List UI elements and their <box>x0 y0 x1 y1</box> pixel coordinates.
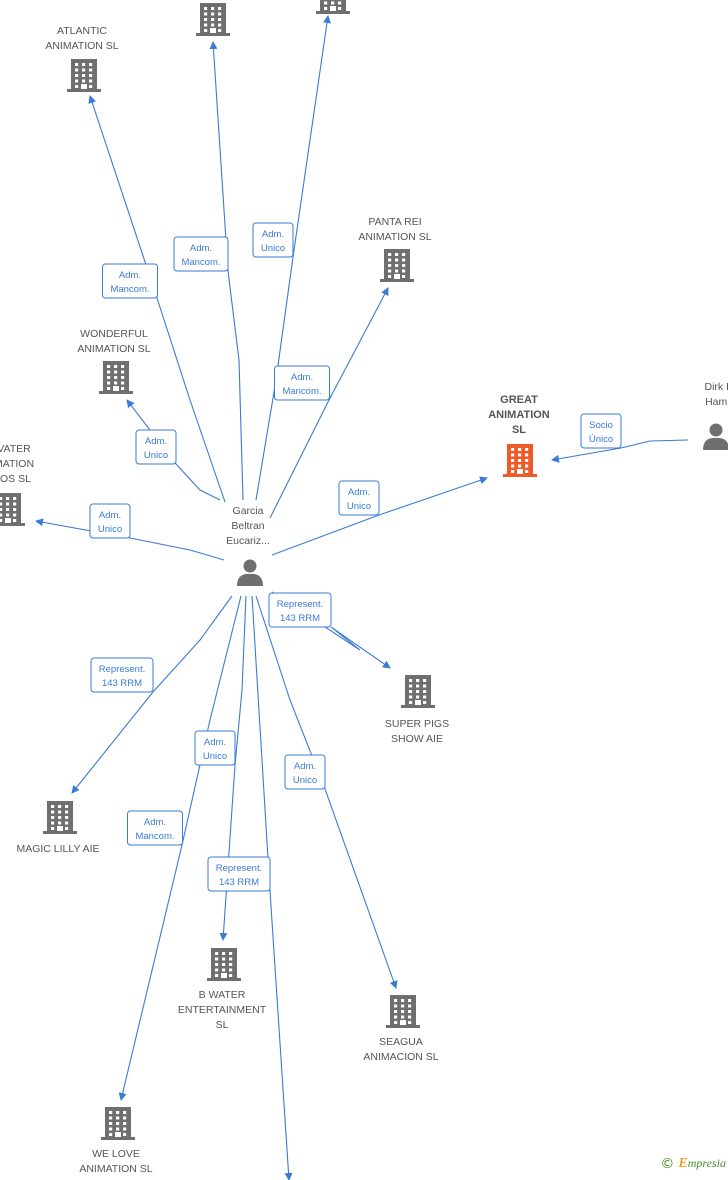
edge-label-welove: Adm. Mancom. <box>127 810 183 846</box>
edge-welove <box>118 595 242 1101</box>
svg-text:Represent.: Represent. <box>216 863 262 874</box>
edge-label-bottom: Represent. 143 RRM <box>207 856 271 892</box>
svg-text:Adm.: Adm. <box>294 761 316 772</box>
node-label-dirk: Dirk HaHampe <box>704 381 728 408</box>
building-icon[interactable] <box>316 0 350 14</box>
edge-top1 <box>209 41 244 501</box>
svg-text:Adm.: Adm. <box>145 436 167 447</box>
svg-text:Adm.: Adm. <box>291 372 313 383</box>
edge-great <box>271 476 488 556</box>
svg-text:Adm.: Adm. <box>348 487 370 498</box>
edge-top2 <box>255 15 331 501</box>
footer-brand: © Empresia <box>660 1156 726 1172</box>
edge-dirk-great <box>551 439 689 463</box>
edge-water <box>35 518 225 561</box>
svg-text:Unico: Unico <box>261 243 285 254</box>
node-label-water: VATERMATIONIOS SL <box>0 443 34 485</box>
edge-seagua <box>255 595 398 989</box>
brand-logo[interactable]: Empresia <box>678 1156 726 1171</box>
svg-text:Adm.: Adm. <box>144 817 166 828</box>
svg-text:Mancom.: Mancom. <box>282 386 321 397</box>
edge-bwater <box>219 595 247 941</box>
person-icon[interactable] <box>703 423 728 451</box>
svg-text:Unico: Unico <box>144 450 168 461</box>
edge-label-panta: Adm. Mancom. <box>274 365 330 401</box>
edge-label-bwater: Adm. Unico <box>194 730 236 766</box>
building-icon[interactable] <box>67 59 101 92</box>
svg-text:Mancom.: Mancom. <box>135 831 174 842</box>
edge-label-top1: Adm. Mancom. <box>173 236 229 272</box>
svg-text:143 RRM: 143 RRM <box>280 613 320 624</box>
edge-label-atlantic: Adm. Mancom. <box>102 263 158 299</box>
edge-panta <box>269 287 389 519</box>
svg-text:Unico: Unico <box>203 751 227 762</box>
edge-label-great: Adm. Unico <box>338 480 380 516</box>
edge-magic <box>71 595 233 794</box>
svg-text:Socio: Socio <box>589 420 613 431</box>
copyright-symbol: © <box>660 1156 675 1172</box>
svg-text:Único: Único <box>589 434 613 445</box>
building-icon[interactable] <box>503 444 537 477</box>
svg-text:Adm.: Adm. <box>119 270 141 281</box>
svg-text:143 RRM: 143 RRM <box>219 877 259 888</box>
edge-label-magic: Represent. 143 RRM <box>90 657 154 693</box>
svg-text:Unico: Unico <box>347 501 371 512</box>
svg-text:Adm.: Adm. <box>190 243 212 254</box>
svg-text:Adm.: Adm. <box>204 737 226 748</box>
svg-text:Adm.: Adm. <box>99 510 121 521</box>
edge-label-water: Adm. Unico <box>89 503 131 539</box>
building-icon[interactable] <box>386 995 420 1028</box>
svg-text:Unico: Unico <box>293 775 317 786</box>
edge-atlantic <box>88 95 226 503</box>
svg-text:Mancom.: Mancom. <box>110 284 149 295</box>
svg-text:Unico: Unico <box>98 524 122 535</box>
node-label-magic: MAGIC LILLY AIE <box>16 843 99 855</box>
building-icon[interactable] <box>43 801 77 834</box>
edge-bottom <box>251 595 293 1180</box>
svg-text:Represent.: Represent. <box>277 599 323 610</box>
svg-text:143 RRM: 143 RRM <box>102 678 142 689</box>
person-icon[interactable] <box>237 559 263 587</box>
building-icon[interactable] <box>99 361 133 394</box>
svg-text:Adm.: Adm. <box>262 229 284 240</box>
building-icon[interactable] <box>0 493 25 526</box>
edge-label-superpigs: Represent. 143 RRM <box>268 592 332 628</box>
svg-text:Mancom.: Mancom. <box>181 257 220 268</box>
building-icon[interactable] <box>207 948 241 981</box>
edge-label-seagua: Adm. Unico <box>284 754 326 790</box>
edge-label-wonderful: Adm. Unico <box>135 429 177 465</box>
building-icon[interactable] <box>196 3 230 36</box>
edge-label-top2: Adm. Unico <box>252 222 294 258</box>
building-icon[interactable] <box>401 675 435 708</box>
building-icon[interactable] <box>380 249 414 282</box>
svg-text:Represent.: Represent. <box>99 664 145 675</box>
building-icon[interactable] <box>101 1107 135 1140</box>
